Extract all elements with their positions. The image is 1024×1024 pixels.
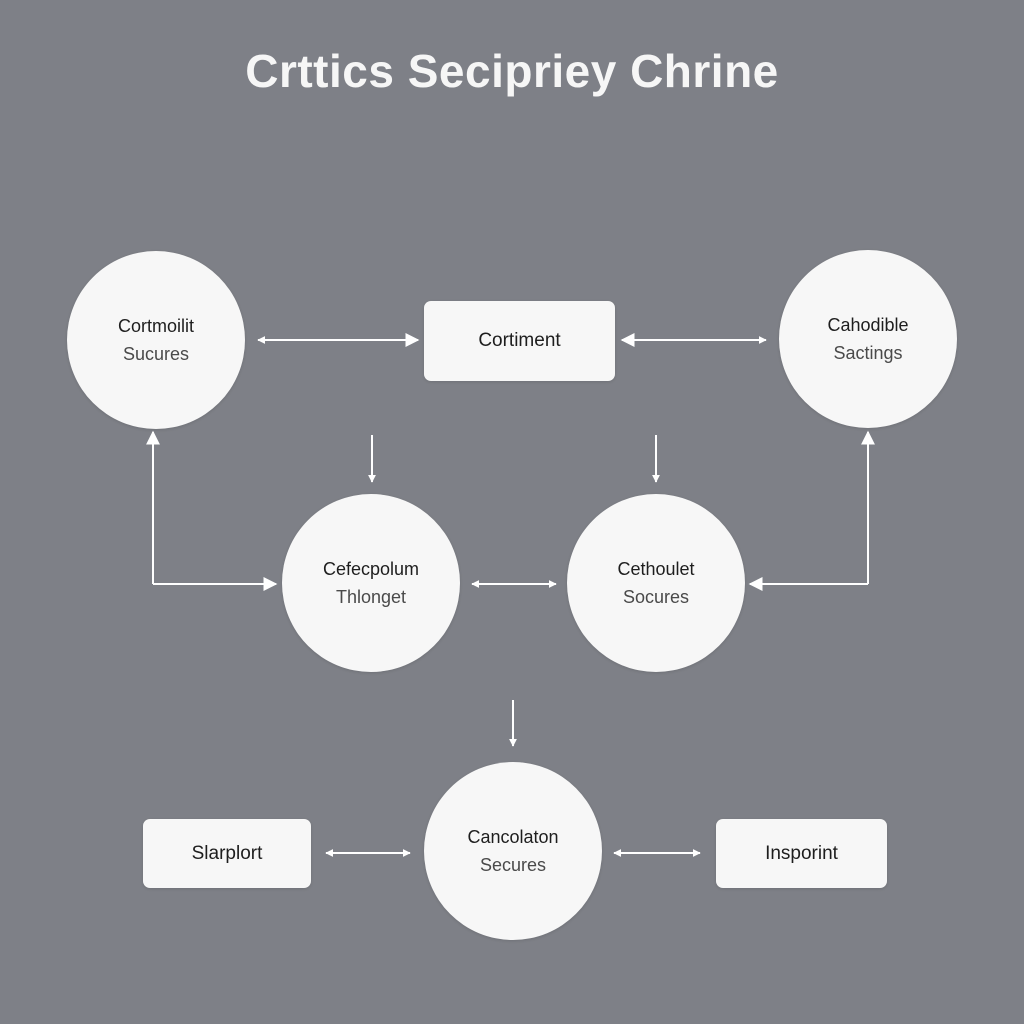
node-mid-right-label: Cethoulet <box>617 559 695 579</box>
node-top-left: Cortmoilit Sucures <box>67 251 245 429</box>
node-mid-left: Cefecpolum Thlonget <box>282 494 460 672</box>
node-mid-right: Cethoulet Socures <box>567 494 745 672</box>
node-top-center: Cortiment <box>424 301 615 381</box>
node-top-left-label: Cortmoilit <box>117 316 194 336</box>
node-bottom-center-label: Cancolaton <box>467 827 559 847</box>
node-mid-left-label: Cefecpolum <box>322 559 420 579</box>
node-bottom-right-label: Insporint <box>765 842 838 864</box>
node-mid-left-sublabel: Thlonget <box>335 587 407 607</box>
node-top-left-sublabel: Sucures <box>122 344 190 364</box>
node-mid-right-sublabel: Socures <box>622 587 690 607</box>
diagram-title: Crttics Secipriey Chrine <box>245 45 779 97</box>
node-bottom-left-label: Slarplort <box>191 842 263 864</box>
node-bottom-center: Cancolaton Secures <box>424 762 602 940</box>
node-bottom-center-sublabel: Secures <box>479 855 547 875</box>
node-top-right-sublabel: Sactings <box>833 343 903 363</box>
node-top-right: Cahodible Sactings <box>779 250 957 428</box>
node-top-right-label: Cahodible <box>827 315 909 335</box>
node-bottom-left: Slarplort <box>143 819 311 888</box>
node-bottom-right: Insporint <box>716 819 887 888</box>
node-top-center-label: Cortiment <box>478 330 561 351</box>
